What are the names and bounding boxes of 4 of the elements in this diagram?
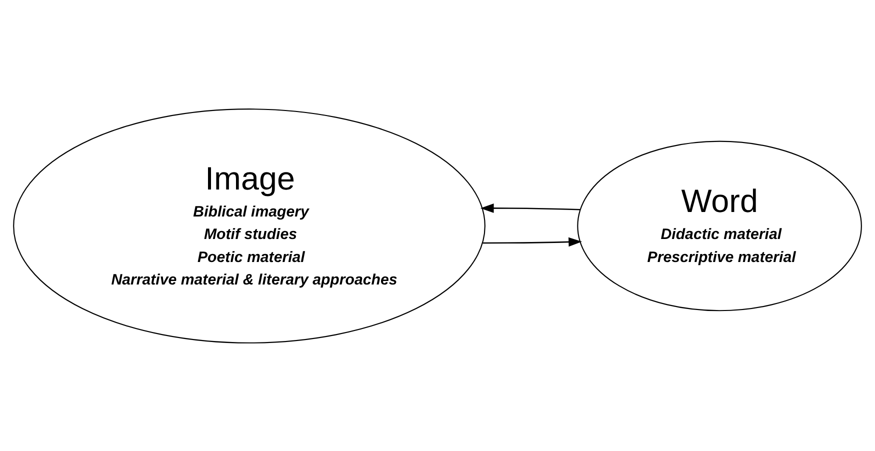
node-ellipse: Word Didactic material Prescriptive material	[577, 140, 862, 311]
arrow	[482, 236, 582, 246]
node-ellipse: Image Biblical imagery Motif studies Poetic material Narrative material & literary approaches	[13, 108, 486, 343]
arrow	[480, 203, 580, 212]
